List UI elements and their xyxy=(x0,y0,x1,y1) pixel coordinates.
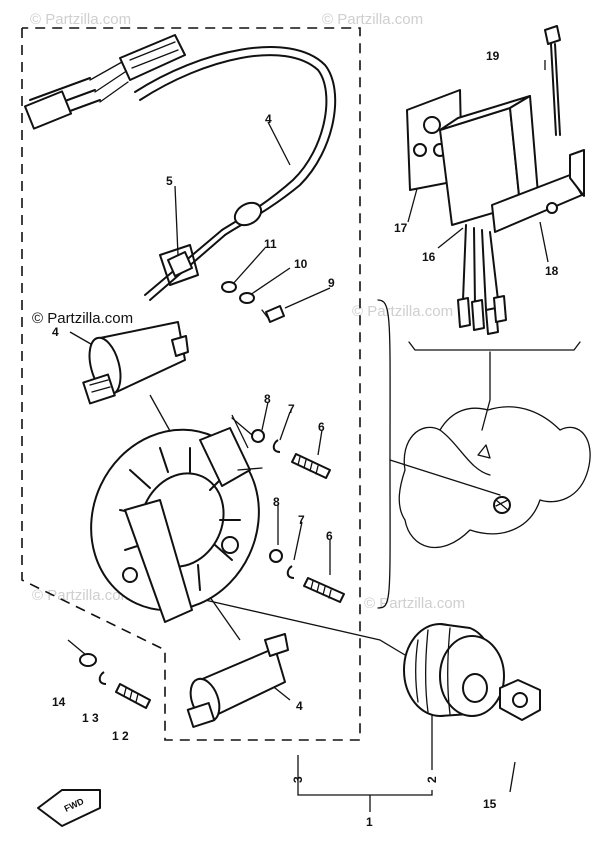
callout-2: 2 xyxy=(425,776,439,783)
wire-harness xyxy=(23,34,337,301)
callout-numbers: 1 2 3 4 4 4 5 6 6 7 7 8 8 9 10 11 1 2 1 … xyxy=(52,49,559,829)
callout-9: 9 xyxy=(328,276,335,290)
callout-4-lower-coil: 4 xyxy=(296,699,303,713)
flywheel-nut xyxy=(499,679,541,721)
watermark-faint: © Partzilla.com xyxy=(322,11,423,28)
clamp-hardware xyxy=(167,251,285,323)
callout-18: 18 xyxy=(545,264,559,278)
callout-12: 1 2 xyxy=(112,729,129,743)
assembly-boundary xyxy=(21,27,361,741)
callout-6-lower: 6 xyxy=(326,529,333,543)
callout-14: 14 xyxy=(52,695,66,709)
callout-8-lower: 8 xyxy=(273,495,280,509)
callout-16: 16 xyxy=(422,250,436,264)
watermark-main: © Partzilla.com xyxy=(32,310,133,327)
callout-8-upper: 8 xyxy=(264,392,271,406)
callout-11: 11 xyxy=(264,237,277,251)
watermark-faint: © Partzilla.com xyxy=(352,303,453,320)
watermark-faint: © Partzilla.com xyxy=(32,587,133,604)
watermark-faint: © Partzilla.com xyxy=(30,11,131,28)
stator-base-plate xyxy=(90,417,263,623)
cable-tie xyxy=(544,25,561,136)
callout-19: 19 xyxy=(486,49,500,63)
watermark-faint: © Partzilla.com xyxy=(364,595,465,612)
callout-5: 5 xyxy=(166,174,173,188)
pulser-coil-lower xyxy=(186,633,289,728)
screws-washers xyxy=(251,429,345,603)
motorcycle-outline xyxy=(398,406,591,548)
flywheel xyxy=(403,623,505,717)
leader-lines xyxy=(67,60,549,812)
callout-3: 3 xyxy=(291,776,305,783)
callout-7-lower: 7 xyxy=(298,513,305,527)
group-bracket xyxy=(377,299,581,609)
cdi-assembly xyxy=(406,89,585,335)
callout-6-upper: 6 xyxy=(318,420,325,434)
fwd-stamp: FWD xyxy=(37,789,101,827)
callout-4-harness: 4 xyxy=(265,112,272,126)
callout-10: 10 xyxy=(294,257,308,271)
callout-13: 1 3 xyxy=(82,711,99,725)
callout-1: 1 xyxy=(366,815,373,829)
callout-7-upper: 7 xyxy=(288,402,295,416)
bottom-hardware xyxy=(79,653,151,709)
callout-4-upper-coil: 4 xyxy=(52,325,59,339)
callout-17: 17 xyxy=(394,221,408,235)
callout-15: 15 xyxy=(483,797,497,811)
pulser-coil-upper xyxy=(82,321,189,405)
